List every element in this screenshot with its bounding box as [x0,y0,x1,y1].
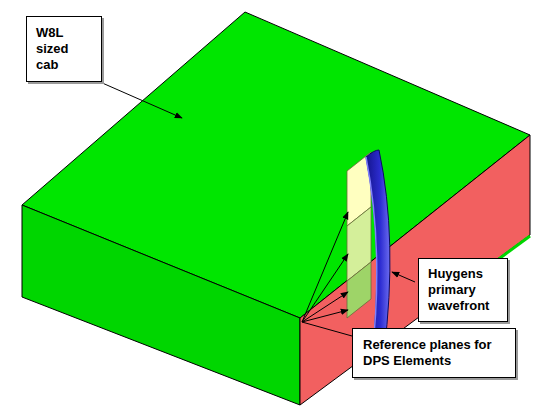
wavefront-rim [366,157,377,356]
callout-text: Reference planes for DPS Elements [363,337,505,369]
callout-box: Huygens primary wavefront [418,258,508,322]
leader-arrow [302,212,348,322]
leader-arrow [302,254,348,322]
leader-line [302,322,352,336]
huygens-wavefront [366,150,390,357]
callout-text: W8L sized cab [36,25,92,73]
cab-front-face [300,135,530,405]
leader-arrow [100,82,182,118]
leader-arrow [302,292,348,322]
cab-left-face [22,205,300,405]
leader-arrow [302,310,348,322]
callout-box: Reference planes for DPS Elements [352,328,516,378]
callout-box: W8L sized cab [26,16,102,82]
reference-plane [347,262,371,318]
callout-text: Huygens primary wavefront [428,266,498,314]
leader-arrow [392,272,415,282]
